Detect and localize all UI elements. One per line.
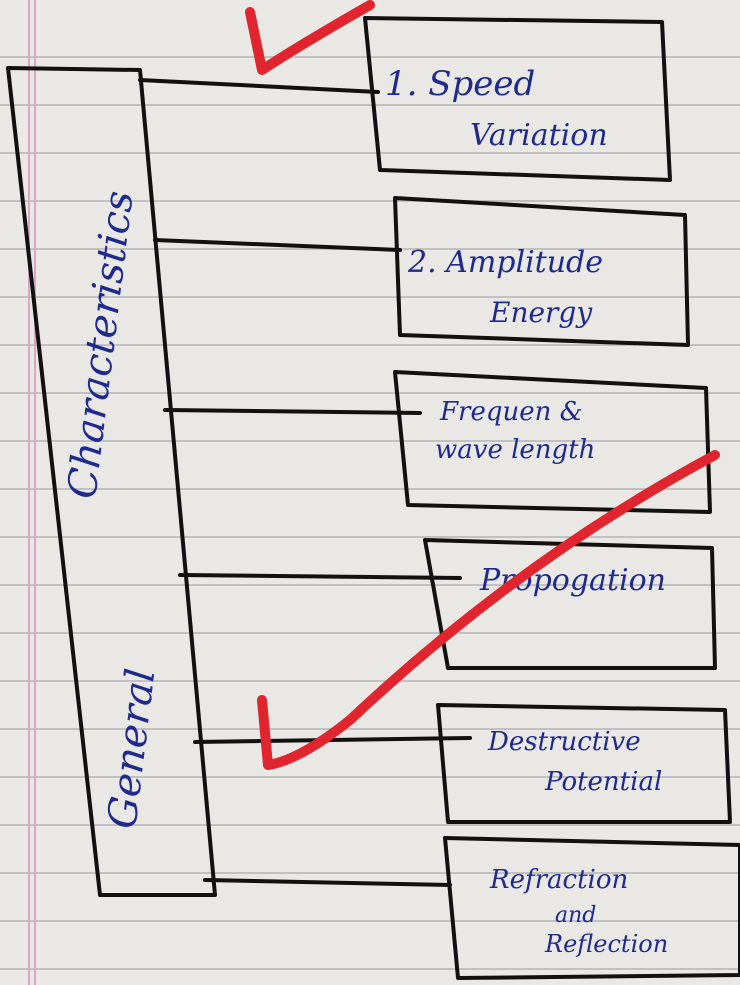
box-1: 1. Speed Variation [363, 16, 672, 182]
box-outline [363, 16, 672, 182]
connector-line [203, 878, 452, 887]
vertical-label-characteristics: Characteristics [59, 188, 142, 501]
box-5: Destructive Potential [436, 703, 732, 824]
connector-line [193, 736, 472, 744]
margin-line [34, 0, 36, 985]
red-annotations [245, 0, 720, 770]
box-outline [423, 538, 717, 670]
red-checkmark-top [245, 0, 375, 75]
connector-line [153, 238, 402, 252]
box-2-line2: Energy [489, 296, 593, 329]
margin-line [28, 0, 30, 985]
connector-line [178, 573, 462, 580]
connector-line [138, 78, 380, 94]
vertical-label-general: General [99, 666, 164, 831]
box-5-line2: Potential [544, 767, 662, 797]
connector-line [163, 408, 422, 415]
box-6-line2: and [555, 903, 596, 928]
box-1-line2: Variation [470, 118, 608, 153]
box-3-line2: wave length [435, 435, 595, 465]
box-3: Frequen & wave length [393, 370, 712, 514]
box-1-line1: 1. Speed [385, 64, 535, 104]
box-outline [393, 370, 712, 514]
red-arrow-bottom [257, 450, 720, 770]
box-outline [436, 703, 732, 824]
box-6: Refraction and Reflection [443, 836, 740, 980]
box-4: Propogation [423, 538, 717, 670]
box-2: 2. Amplitude Energy [393, 196, 690, 347]
box-6-line3: Reflection [544, 930, 668, 958]
box-3-line1: Frequen & [439, 397, 583, 427]
box-outline [443, 836, 740, 980]
vertical-label-group: Characteristics General [59, 188, 164, 831]
box-5-line1: Destructive [487, 727, 641, 757]
box-2-line1: 2. Amplitude [407, 245, 603, 280]
outer-bracket [6, 66, 217, 897]
box-outline [393, 196, 690, 347]
box-6-line1: Refraction [489, 865, 628, 895]
